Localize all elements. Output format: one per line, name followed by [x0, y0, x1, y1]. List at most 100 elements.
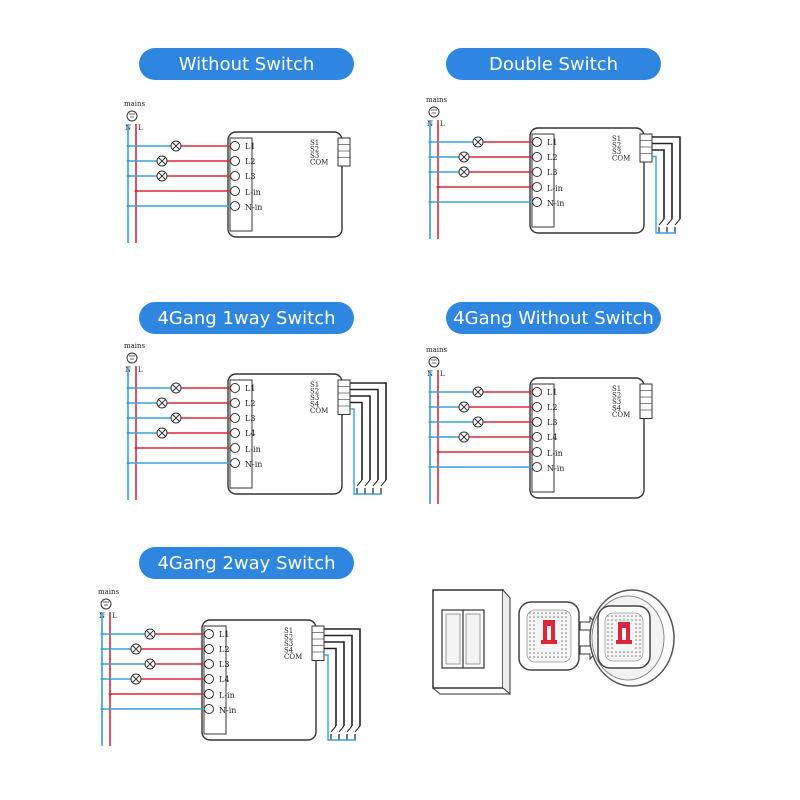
- vent-dot: [607, 643, 609, 645]
- junction-dot: [428, 465, 432, 469]
- terminal-screw: [204, 644, 214, 654]
- switch-connector: [337, 137, 351, 167]
- lamp-icon: [132, 675, 140, 683]
- vent-dot: [607, 631, 609, 633]
- vent-dot: [611, 627, 613, 629]
- vent-dot: [537, 652, 539, 654]
- lamp-icon: [172, 142, 180, 150]
- mains-label: mains: [426, 96, 448, 104]
- vent-dot: [549, 652, 551, 654]
- terminal-screw: [230, 141, 240, 151]
- junction-dot: [100, 647, 104, 651]
- lamp-icon: [158, 157, 166, 165]
- vent-dot: [545, 652, 547, 654]
- terminal-screw: [230, 201, 240, 211]
- vent-dot: [553, 652, 555, 654]
- vent-dot: [561, 616, 563, 618]
- wall-box-illustration: [589, 589, 675, 687]
- switch-icon: [330, 725, 337, 733]
- terminal-label: L2: [219, 645, 229, 654]
- vent-dot: [557, 612, 559, 614]
- terminal-screw: [204, 674, 214, 684]
- terminal-screw: [230, 156, 240, 166]
- vent-dot: [533, 632, 535, 634]
- switch-icon: [372, 479, 379, 487]
- terminal-screw: [532, 462, 542, 472]
- mains-label: mains: [124, 342, 146, 350]
- terminal-screw: [230, 458, 240, 468]
- switch-terminal-label: S1: [612, 135, 621, 143]
- vent-dot: [541, 652, 543, 654]
- switch-wire: [652, 136, 681, 219]
- junction-dot: [428, 140, 432, 144]
- vent-dot: [615, 619, 617, 621]
- switch-terminal-label: COM: [310, 159, 328, 167]
- lamp-icon: [132, 645, 140, 653]
- vent-dot: [635, 631, 637, 633]
- mains-label: mains: [98, 588, 120, 596]
- terminal-screw: [230, 171, 240, 181]
- vent-dot: [529, 656, 531, 658]
- vent-dot: [545, 612, 547, 614]
- lamp-icon: [158, 172, 166, 180]
- vent-dot: [611, 639, 613, 641]
- com-wire: [350, 408, 382, 495]
- terminal-screw: [532, 152, 542, 162]
- vent-dot: [561, 628, 563, 630]
- vent-dot: [639, 647, 641, 649]
- title-double-switch: Double Switch: [446, 48, 661, 80]
- vent-dot: [615, 651, 617, 653]
- terminal-label: L3: [245, 172, 255, 181]
- switch-icon: [356, 479, 363, 487]
- junction-dot: [134, 189, 138, 193]
- mains-plug-icon: [126, 110, 138, 122]
- mains-plug-icon: [431, 109, 437, 114]
- junction-dot: [126, 204, 130, 208]
- terminal-label: L3: [219, 660, 229, 669]
- terminal-label: L3: [547, 168, 557, 177]
- switch-icon: [364, 479, 371, 487]
- vent-dot: [533, 620, 535, 622]
- com-wire: [324, 654, 356, 741]
- terminal-screw: [532, 447, 542, 457]
- vent-dot: [635, 619, 637, 621]
- vent-dot: [615, 655, 617, 657]
- terminal-screw: [204, 659, 214, 669]
- title-4gang-1way-switch: 4Gang 1way Switch: [139, 302, 354, 334]
- junction-dot: [428, 390, 432, 394]
- terminal-screw: [532, 137, 542, 147]
- junction-dot: [126, 159, 130, 163]
- lamp-icon: [172, 384, 180, 392]
- junction-dot: [134, 446, 138, 450]
- mains-plug-icon: [100, 598, 112, 610]
- vent-dot: [561, 612, 563, 614]
- terminal-screw: [532, 197, 542, 207]
- terminal-screw: [532, 417, 542, 427]
- switch-icon: [338, 725, 345, 733]
- title-without-switch: Without Switch: [139, 48, 354, 80]
- switch-icon: [380, 479, 387, 487]
- vent-dot: [611, 631, 613, 633]
- switch-wire: [350, 395, 371, 480]
- terminal-label: N-in: [547, 464, 564, 473]
- vent-dot: [627, 619, 629, 621]
- lamp-icon: [474, 418, 482, 426]
- terminal-screw: [532, 182, 542, 192]
- switch-terminal-label: S1: [310, 139, 319, 147]
- vent-dot: [533, 644, 535, 646]
- terminal-screw: [230, 413, 240, 423]
- junction-dot: [428, 155, 432, 159]
- terminal-label: L-in: [219, 691, 235, 700]
- terminal-label: L1: [219, 630, 229, 639]
- junction-dot: [126, 174, 130, 178]
- vent-dot: [565, 624, 567, 626]
- switch-wire: [324, 641, 345, 726]
- mains-l-label: L: [440, 370, 445, 378]
- vent-dot: [561, 632, 563, 634]
- terminal-screw: [532, 387, 542, 397]
- terminal-label: L-in: [547, 449, 563, 458]
- switch-icon: [674, 218, 681, 226]
- switch-wire: [324, 647, 337, 726]
- vent-dot: [635, 643, 637, 645]
